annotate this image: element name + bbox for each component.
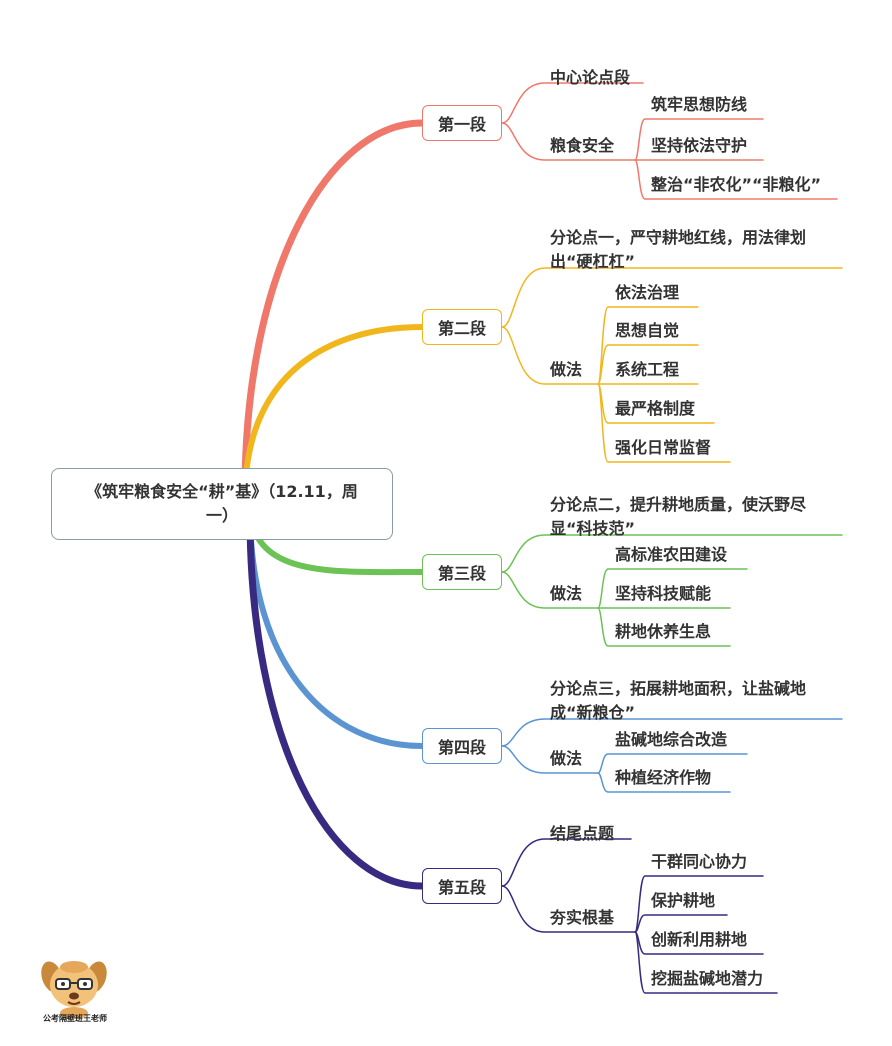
section-node[interactable]: 第二段 xyxy=(422,309,502,345)
section-label: 第三段 xyxy=(437,564,486,583)
item-connector xyxy=(597,344,699,385)
item-label[interactable]: 思想自觉 xyxy=(615,321,680,340)
point-connector xyxy=(501,838,632,887)
item-label[interactable]: 耕地休养生息 xyxy=(615,622,712,641)
method-connector xyxy=(501,122,636,161)
point-label[interactable]: 分论点三，拓展耕地面积，让盐碱地成“新粮仓” xyxy=(550,679,807,722)
root-topic[interactable]: 《筑牢粮食安全“耕”基》（12.11，周一） xyxy=(51,468,393,540)
item-label[interactable]: 整治“非农化”“非粮化” xyxy=(651,175,822,194)
item-label[interactable]: 筑牢思想防线 xyxy=(651,95,748,114)
watermark-caption: 公考隔壁班王老师 xyxy=(43,1014,107,1023)
item-connector xyxy=(597,383,731,463)
method-label[interactable]: 做法 xyxy=(550,360,583,379)
item-connector xyxy=(597,772,731,793)
method-label[interactable]: 夯实根基 xyxy=(550,908,615,927)
method-label[interactable]: 做法 xyxy=(550,749,583,768)
item-connector xyxy=(597,607,731,647)
item-connector xyxy=(597,753,748,774)
section-node[interactable]: 第四段 xyxy=(422,728,502,764)
point-label[interactable]: 结尾点题 xyxy=(550,824,615,843)
method-connector xyxy=(501,571,599,609)
method-connector xyxy=(501,885,636,933)
section-label: 第四段 xyxy=(437,738,486,757)
branch-connector xyxy=(241,119,426,496)
branch-connector xyxy=(246,512,426,890)
item-label[interactable]: 系统工程 xyxy=(615,360,680,379)
item-label[interactable]: 挖掘盐碱地潜力 xyxy=(651,969,764,988)
branch-connector xyxy=(242,324,425,501)
point-connector xyxy=(501,534,843,573)
method-label[interactable]: 做法 xyxy=(550,584,583,603)
item-label[interactable]: 盐碱地综合改造 xyxy=(615,730,728,749)
section-node[interactable]: 第三段 xyxy=(422,554,502,590)
method-connector xyxy=(501,326,599,385)
point-label[interactable]: 中心论点段 xyxy=(550,68,631,87)
item-connector xyxy=(634,931,778,994)
root-title: 《筑牢粮食安全“耕”基》（12.11，周一） xyxy=(86,482,358,525)
item-label[interactable]: 干群同心协力 xyxy=(651,852,748,871)
dog-mascot-icon xyxy=(38,953,110,1019)
item-label[interactable]: 高标准农田建设 xyxy=(615,545,728,564)
point-label[interactable]: 分论点一，严守耕地红线，用法律划出“硬杠杠” xyxy=(550,228,807,271)
item-label[interactable]: 强化日常监督 xyxy=(615,438,712,457)
point-connector xyxy=(501,267,843,328)
item-connector xyxy=(634,159,838,200)
item-connector xyxy=(634,914,728,933)
section-label: 第二段 xyxy=(437,319,486,338)
section-node[interactable]: 第一段 xyxy=(422,105,502,141)
item-label[interactable]: 依法治理 xyxy=(615,283,680,302)
item-label[interactable]: 坚持科技赋能 xyxy=(615,584,712,603)
item-label[interactable]: 坚持依法守护 xyxy=(651,136,748,155)
method-label[interactable]: 粮食安全 xyxy=(550,136,615,155)
item-connector xyxy=(597,568,748,609)
section-label: 第一段 xyxy=(437,115,486,134)
point-connector xyxy=(501,718,843,747)
point-connector xyxy=(501,82,644,124)
item-label[interactable]: 创新利用耕地 xyxy=(651,930,748,949)
point-label[interactable]: 分论点二，提升耕地质量，使沃野尽显“科技范” xyxy=(550,495,807,538)
section-label: 第五段 xyxy=(437,878,486,897)
item-label[interactable]: 最严格制度 xyxy=(615,399,696,418)
section-node[interactable]: 第五段 xyxy=(422,868,502,904)
item-label[interactable]: 保护耕地 xyxy=(651,891,716,910)
item-label[interactable]: 种植经济作物 xyxy=(615,768,712,787)
method-connector xyxy=(501,745,599,774)
item-connector xyxy=(634,118,764,161)
